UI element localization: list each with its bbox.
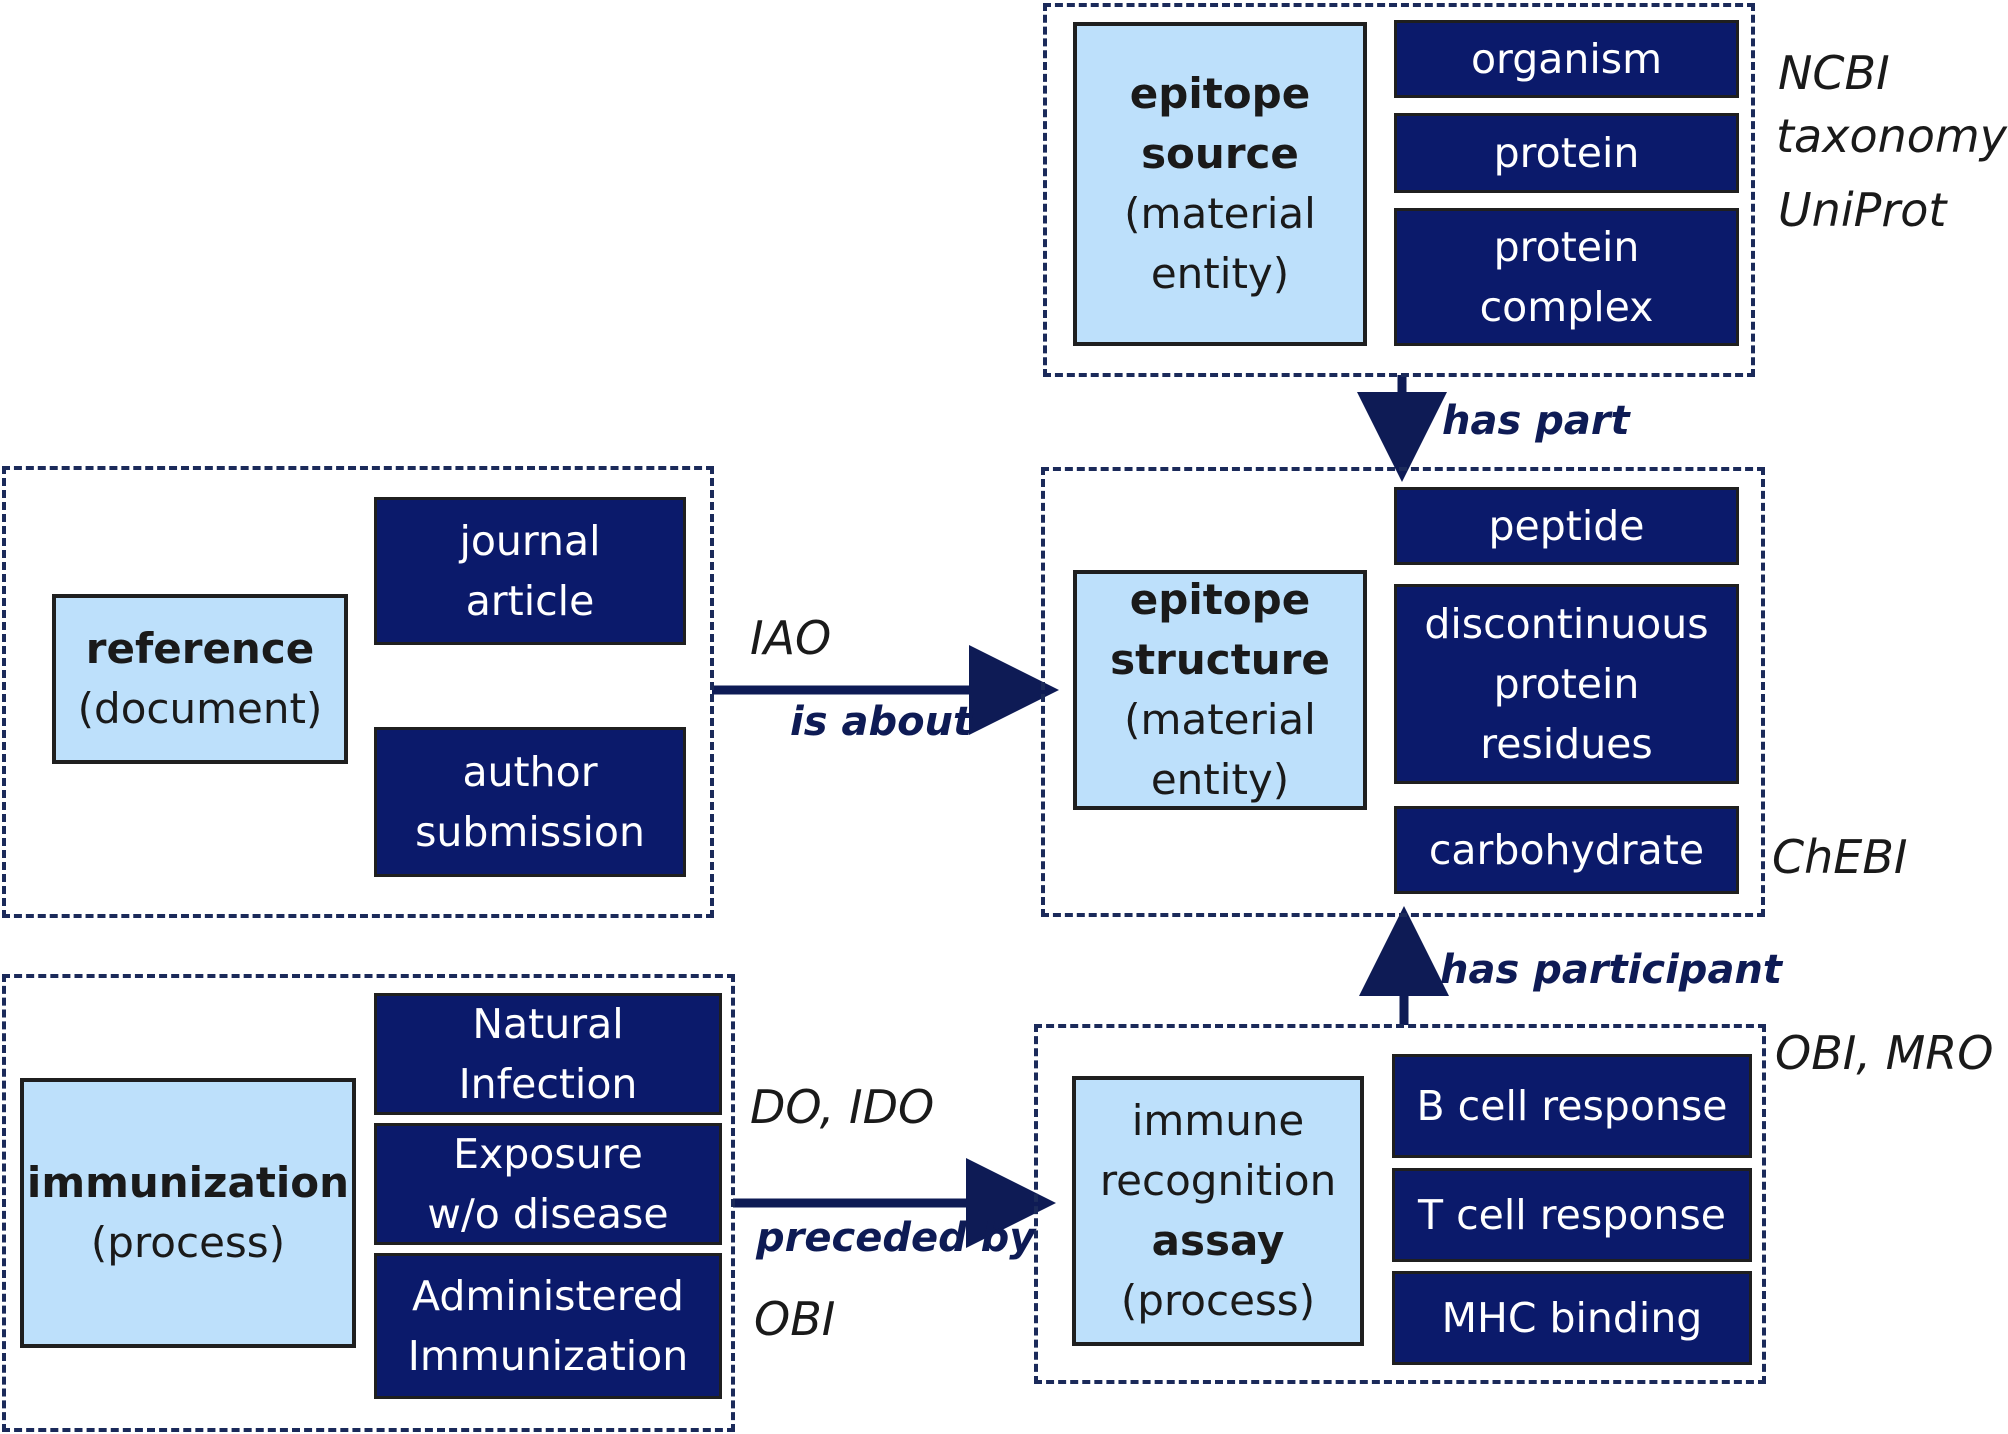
epitope-structure-line2: structure [1110,635,1330,684]
epitope-structure-line4: entity) [1150,755,1290,804]
b-cell-response-box: B cell response [1392,1054,1752,1158]
epitope-source-line2: source [1141,129,1299,178]
uniprot-label: UniProt [1778,183,1947,237]
peptide-box: peptide [1394,487,1739,565]
organism-box: organism [1394,20,1739,98]
mhc-binding-box: MHC binding [1392,1271,1752,1365]
immunization-group [2,974,735,1432]
epitope-source-group [1043,3,1755,377]
protein-complex-box: protein complex [1394,208,1739,346]
reference-line2: (document) [77,684,323,733]
has-participant-label: has participant [1440,947,1783,993]
assay-line2: recognition [1099,1156,1337,1205]
assay-line4: (process) [1120,1276,1316,1325]
immunization-box: immunization (process) [20,1078,356,1348]
administered-immunization-box: Administered Immunization [374,1253,722,1399]
assay-group [1034,1024,1766,1384]
assay-line3: assay [1151,1216,1285,1265]
reference-box: reference (document) [52,594,348,764]
t-cell-response-box: T cell response [1392,1168,1752,1262]
obi-label: OBI [754,1292,836,1346]
epitope-source-line3: (material [1124,189,1316,238]
epitope-structure-line3: (material [1124,695,1316,744]
assay-box: immune recognition assay (process) [1072,1076,1364,1346]
epitope-structure-line1: epitope [1129,575,1311,624]
iao-label: IAO [750,611,832,665]
reference-group [2,466,714,918]
taxonomy-label: taxonomy [1776,109,2007,163]
is-about-label: is about [790,699,973,745]
protein-box: protein [1394,113,1739,193]
immunization-line1: immunization [26,1158,350,1207]
epitope-source-line4: entity) [1150,249,1290,298]
carbohydrate-box: carbohydrate [1394,806,1739,894]
ncbi-label: NCBI [1778,46,1890,100]
epitope-source-line1: epitope [1129,69,1311,118]
author-submission-box: author submission [374,727,686,877]
natural-infection-box: Natural Infection [374,993,722,1115]
has-part-label: has part [1442,398,1630,444]
journal-article-box: journal article [374,497,686,645]
do-ido-label: DO, IDO [750,1080,935,1134]
immunization-line2: (process) [90,1218,286,1267]
assay-line1: immune [1131,1096,1305,1145]
epitope-source-box: epitope source (material entity) [1073,22,1367,346]
epitope-structure-box: epitope structure (material entity) [1073,570,1367,810]
exposure-without-disease-box: Exposure w/o disease [374,1123,722,1245]
epitope-structure-group [1041,467,1765,917]
discontinuous-protein-residues-box: discontinuous protein residues [1394,584,1739,784]
obi-mro-label: OBI, MRO [1775,1026,1994,1080]
chebi-label: ChEBI [1772,830,1908,884]
preceded-by-label: preceded by [756,1215,1036,1261]
reference-line1: reference [85,624,315,673]
